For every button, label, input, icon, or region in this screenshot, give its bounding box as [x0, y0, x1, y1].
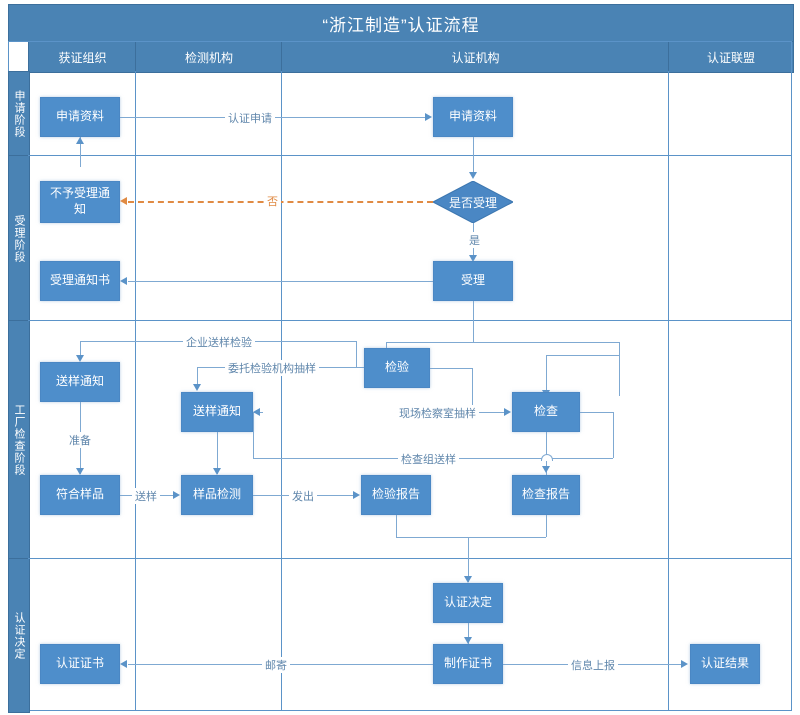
- edge-check-to-report-v: [546, 432, 547, 475]
- node-test-report[interactable]: 检验报告: [361, 475, 431, 515]
- phase-label-factory-check: 工厂检查阶段: [8, 320, 30, 560]
- node-make-certificate[interactable]: 制作证书: [433, 644, 503, 684]
- node-sample-test[interactable]: 样品检测: [181, 475, 253, 515]
- edge-label-prepare: 准备: [66, 432, 94, 448]
- edge-yes-arrow: [469, 255, 477, 262]
- edge-check-loop-h2: [580, 458, 613, 459]
- node-certification-result[interactable]: 认证结果: [690, 644, 760, 684]
- edge-check-to-report-arrow: [542, 466, 550, 473]
- node-apply-material-cert[interactable]: 申请资料: [433, 97, 513, 137]
- edge-apply-to-cert-arrow: [425, 113, 432, 121]
- edge-label-cert-application: 认证申请: [225, 110, 275, 126]
- node-apply-material-org[interactable]: 申请资料: [40, 97, 120, 137]
- edge-label-onsite-sampling: 现场检察室抽样: [396, 405, 479, 421]
- edge-lab-notice-down-arrow: [213, 468, 221, 475]
- edge-onsite-sampling-arrow: [504, 408, 511, 416]
- phase-label-acceptance-text: 受理阶段: [13, 214, 25, 263]
- node-inspection[interactable]: 检验: [364, 348, 430, 388]
- edge-accept-down-line: [473, 301, 474, 342]
- edge-label-enterprise-sample: 企业送样检验: [183, 334, 255, 350]
- column-header-org: 获证组织: [28, 41, 137, 73]
- edge-accept-branch-right-v: [619, 342, 620, 396]
- edge-accept-branch-h: [386, 342, 619, 343]
- edge-mail-arrow: [120, 660, 127, 668]
- edge-reports-merge-h: [396, 537, 546, 538]
- column-divider-1: [135, 71, 136, 711]
- edge-check-report-down: [546, 515, 547, 537]
- edge-label-yes: 是: [466, 232, 483, 248]
- node-decision-accept[interactable]: 是否受理: [433, 181, 513, 223]
- edge-label-send-sample: 送样: [132, 488, 160, 504]
- edge-enterprise-sample-right-v: [356, 341, 357, 367]
- edge-onsite-sampling-h1: [430, 368, 472, 369]
- edge-reject-up-line: [80, 137, 81, 167]
- edge-check-group-sample-arrow: [253, 408, 260, 416]
- edge-enterprise-sample-arrow: [76, 355, 84, 362]
- edge-enterprise-sample-v: [80, 341, 81, 360]
- edge-send-sample-arrow: [173, 491, 180, 499]
- node-check-report[interactable]: 检查报告: [512, 475, 580, 515]
- edge-no-branch-arrow: [120, 197, 127, 205]
- phase-label-application: 申请阶段: [8, 71, 30, 157]
- edge-accept-branch-right-h: [546, 355, 619, 356]
- edge-check-group-sample-v: [253, 412, 254, 458]
- node-sample-notice-org[interactable]: 送样通知: [40, 362, 120, 402]
- phase-divider-2: [28, 320, 792, 321]
- node-accept-notice[interactable]: 受理通知书: [40, 261, 120, 301]
- edge-onsite-sampling-h2: [472, 412, 504, 413]
- diamond-shape-icon: [433, 181, 513, 223]
- node-check[interactable]: 检查: [512, 392, 580, 432]
- edge-label-entrust-sampling: 委托检验机构抽样: [225, 360, 319, 376]
- edge-entrust-sampling-v: [197, 367, 198, 389]
- edge-issue-arrow: [353, 491, 360, 499]
- edge-test-report-down: [396, 515, 397, 537]
- node-qualified-sample[interactable]: 符合样品: [40, 475, 120, 515]
- node-reject-notice[interactable]: 不予受理通 知: [40, 181, 120, 223]
- edge-cert-to-decision-line: [473, 137, 474, 177]
- phase-label-application-text: 申请阶段: [13, 90, 25, 138]
- phase-label-decision-text: 认证决定: [13, 611, 25, 660]
- edge-accept-to-check-v: [546, 355, 547, 392]
- edge-label-no: 否: [264, 193, 281, 209]
- line-jump-icon: [541, 454, 553, 461]
- node-certification-decision[interactable]: 认证决定: [433, 583, 503, 623]
- edge-reports-to-decision-arrow: [464, 576, 472, 583]
- edge-cert-to-decision-arrow: [469, 172, 477, 179]
- phase-label-decision: 认证决定: [8, 558, 30, 713]
- edge-label-report-info: 信息上报: [568, 657, 618, 673]
- column-header-testing: 检测机构: [135, 41, 283, 73]
- edge-check-loop-v: [613, 412, 614, 458]
- edge-label-mail: 邮寄: [262, 657, 290, 673]
- edge-accept-to-notice-arrow: [120, 277, 127, 285]
- edge-onsite-sampling-v: [472, 368, 473, 412]
- edge-reject-up-arrow: [76, 137, 84, 144]
- edge-prepare-arrow: [76, 468, 84, 475]
- column-divider-3: [668, 71, 669, 711]
- edge-report-info-arrow: [681, 660, 688, 668]
- node-sample-notice-lab[interactable]: 送样通知: [181, 392, 253, 432]
- phase-divider-3: [28, 558, 792, 559]
- node-decision-accept-label: 是否受理: [448, 195, 497, 210]
- edge-reports-to-decision-v: [468, 537, 469, 582]
- edge-label-check-group-sample: 检查组送样: [398, 451, 459, 467]
- column-divider-2: [281, 71, 282, 711]
- edge-label-issue: 发出: [289, 488, 317, 504]
- edge-check-loop-h1: [580, 412, 613, 413]
- page-title: “浙江制造”认证流程: [8, 4, 794, 42]
- edge-lab-notice-down: [217, 432, 218, 474]
- edge-decision-to-make-arrow: [464, 637, 472, 644]
- phase-label-acceptance: 受理阶段: [8, 155, 30, 322]
- phase-label-factory-check-text: 工厂检查阶段: [13, 404, 25, 476]
- node-certificate[interactable]: 认证证书: [40, 644, 120, 684]
- edge-entrust-sampling-arrow: [193, 384, 201, 391]
- edge-accept-to-notice: [128, 281, 433, 282]
- phase-divider-1: [28, 155, 792, 156]
- column-header-certification: 认证机构: [281, 41, 670, 73]
- edge-decision-to-make-v: [468, 623, 469, 644]
- node-accept[interactable]: 受理: [433, 261, 513, 301]
